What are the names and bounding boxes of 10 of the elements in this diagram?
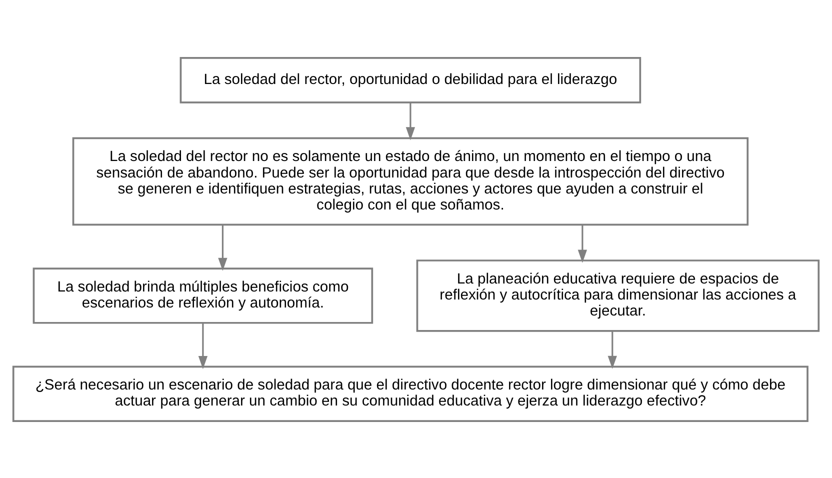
node-box: ¿Será necesario un escenario de soledad para que el directivo docente rector logre dimensionar qué y cómo debe actuar para generar un cambio en su comunidad educativa y ejerza un liderazgo efectivo? [12,365,808,422]
arrow [218,224,228,270]
arrow [406,102,416,140]
arrow [608,330,617,368]
arrow [578,224,588,262]
node-box: La planeación educativa requiere de espacios de reflexión y autocrítica para dimensionar las acciones a ejecutar. [416,259,820,332]
arrow [198,322,208,369]
node-box: La soledad brinda múltiples beneficios como escenarios de reflexión y autonomía. [32,267,374,324]
node-box: La soledad del rector, oportunidad o debilidad para el liderazgo [180,56,642,103]
node-box: La soledad del rector no es solamente un estado de ánimo, un momento en el tiempo o una sensación de abandono. Puede ser la oportunidad para que desde la introspección del directivo se generen e identifiquen estrategias, rutas, acciones y actores que ayuden a construir el colegio con el que soñamos. [72,136,749,226]
